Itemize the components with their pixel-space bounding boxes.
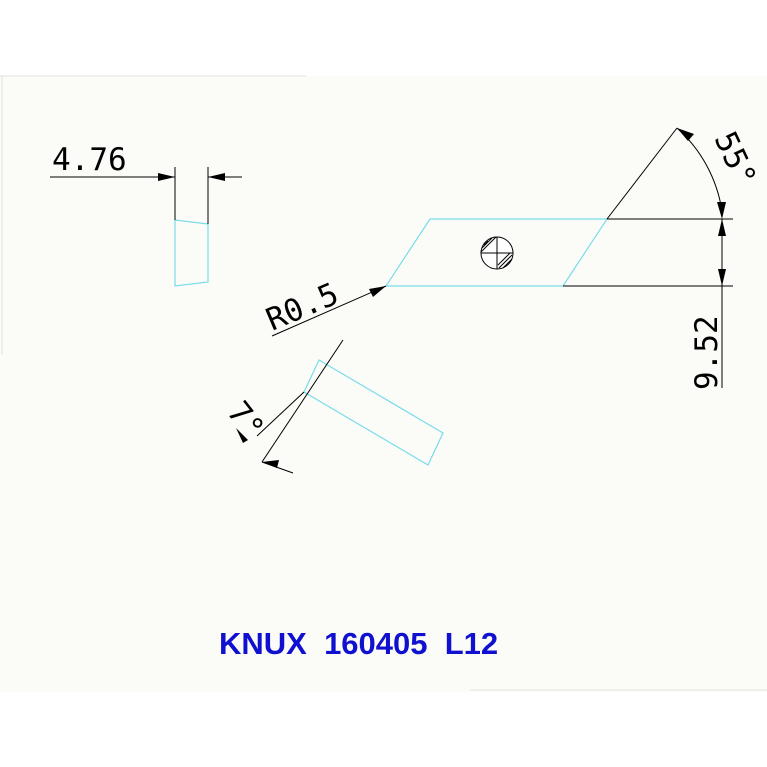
height-label: 9.52 xyxy=(689,315,725,390)
side-view-outline xyxy=(174,219,209,287)
angle-arrow-start-icon xyxy=(677,128,694,141)
side-view: 4.76 xyxy=(50,142,242,287)
height-arrow-bottom-icon xyxy=(718,269,726,286)
angle-arrow-end-icon xyxy=(717,202,726,219)
clearance-view-outline xyxy=(303,359,444,466)
arrow-left-icon xyxy=(208,173,225,181)
angle-extension-line xyxy=(606,127,678,220)
clearance-arrow-bottom-icon xyxy=(262,460,279,468)
center-hole-symbol-icon xyxy=(480,236,514,270)
drawing-sheet xyxy=(0,76,767,692)
arrow-right-icon xyxy=(158,173,175,181)
thickness-label: 4.76 xyxy=(52,142,127,178)
height-arrow-top-icon xyxy=(718,219,726,236)
radius-leader-line xyxy=(271,285,387,337)
radius-arrow-icon xyxy=(369,286,386,297)
clearance-arrow-top-icon xyxy=(236,428,248,443)
part-designation: KNUX 160405 L12 xyxy=(219,626,498,661)
clearance-extension-line-b xyxy=(261,339,344,463)
clearance-extension-line-a xyxy=(256,391,305,437)
